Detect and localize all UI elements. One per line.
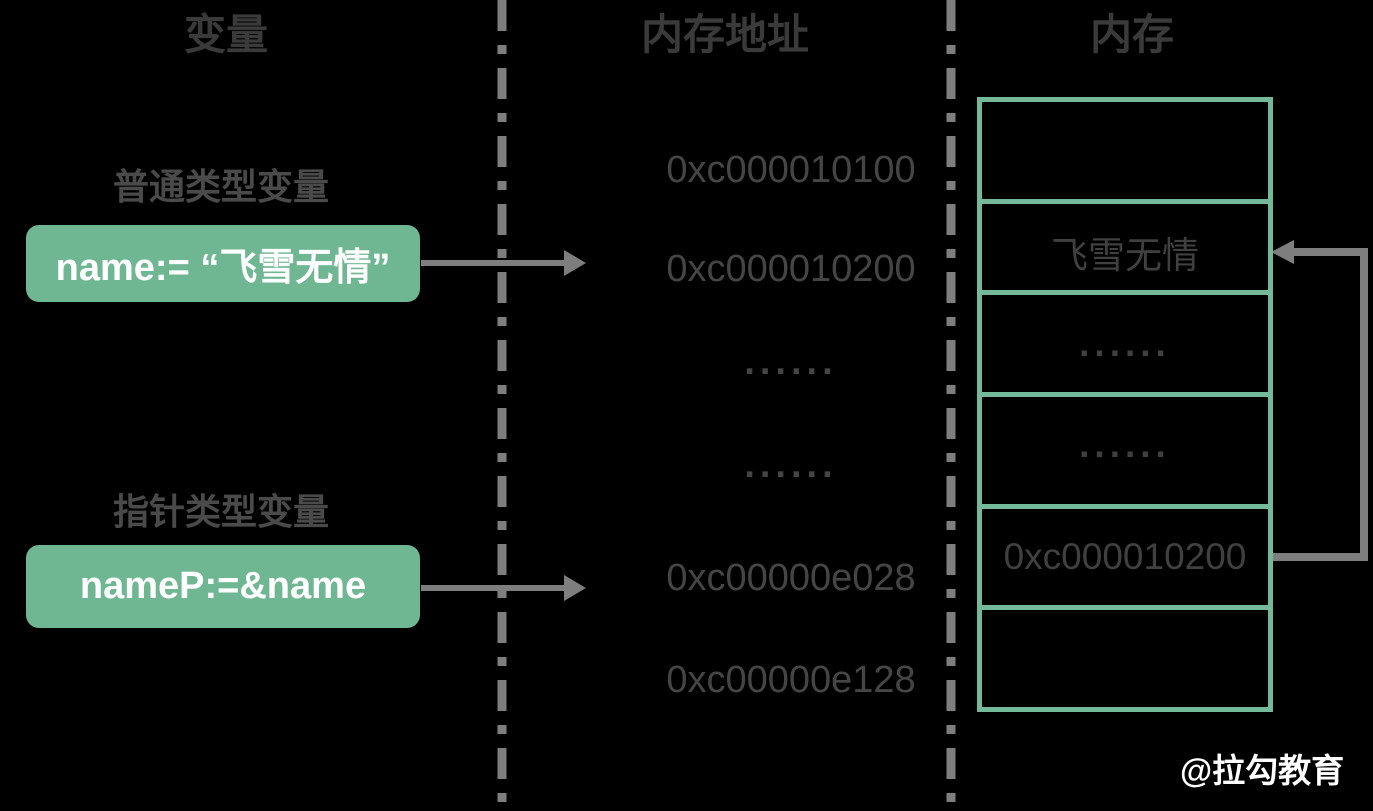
memory-address-row: 0xc00000e028 xyxy=(666,556,916,599)
column-title-memory: 内存 xyxy=(1089,11,1174,58)
memory-cell: ...... xyxy=(982,290,1268,392)
label-pointer-type-variable: 指针类型变量 xyxy=(112,491,329,532)
pointer-reference-loop-arrow xyxy=(1270,240,1368,561)
label-normal-type-variable: 普通类型变量 xyxy=(112,166,329,207)
memory-address-row: 0xc00000e128 xyxy=(666,658,916,701)
memory-cell-name-value: 飞雪无情 xyxy=(982,198,1268,301)
memory-address-row: ...... xyxy=(744,443,838,486)
column-title-variables: 变量 xyxy=(183,11,268,58)
code-box-namep-assignment: nameP:=&name xyxy=(26,545,420,628)
memory-cell xyxy=(982,605,1268,707)
memory-cell: ...... xyxy=(982,392,1268,494)
memory-cells-table: 飞雪无情 ...... ...... 0xc000010200 xyxy=(977,97,1273,712)
memory-cell-pointer-value: 0xc000010200 xyxy=(982,503,1268,606)
arrow-name-to-address xyxy=(421,250,586,276)
memory-address-row: ...... xyxy=(744,340,838,383)
lagou-education-watermark: @拉勾教育 xyxy=(1180,752,1345,789)
column-title-addresses: 内存地址 xyxy=(640,11,809,58)
code-box-name-assignment: name:= “飞雪无情” xyxy=(26,225,420,302)
memory-cell xyxy=(982,102,1268,199)
arrow-namep-to-address xyxy=(421,575,586,601)
memory-address-row: 0xc000010100 xyxy=(666,148,916,191)
memory-address-row: 0xc000010200 xyxy=(666,247,916,290)
